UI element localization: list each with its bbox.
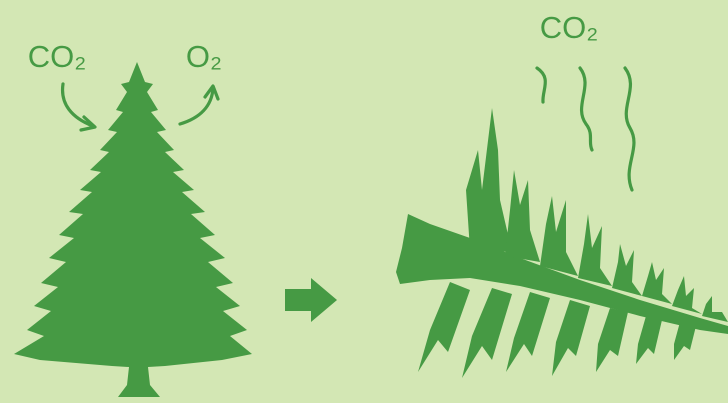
co2-emitted-label: CO₂ — [540, 10, 599, 45]
o2-out-arrow-icon — [178, 84, 220, 126]
right-arrow-icon — [285, 278, 337, 322]
fallen-tree-icon — [396, 108, 728, 378]
co2-in-arrow-icon — [60, 82, 97, 132]
wavy-lines-icon — [535, 66, 636, 192]
co2-in-label: CO₂ — [28, 39, 87, 74]
o2-out-label: O₂ — [186, 39, 222, 74]
pine-tree-icon — [14, 62, 252, 397]
